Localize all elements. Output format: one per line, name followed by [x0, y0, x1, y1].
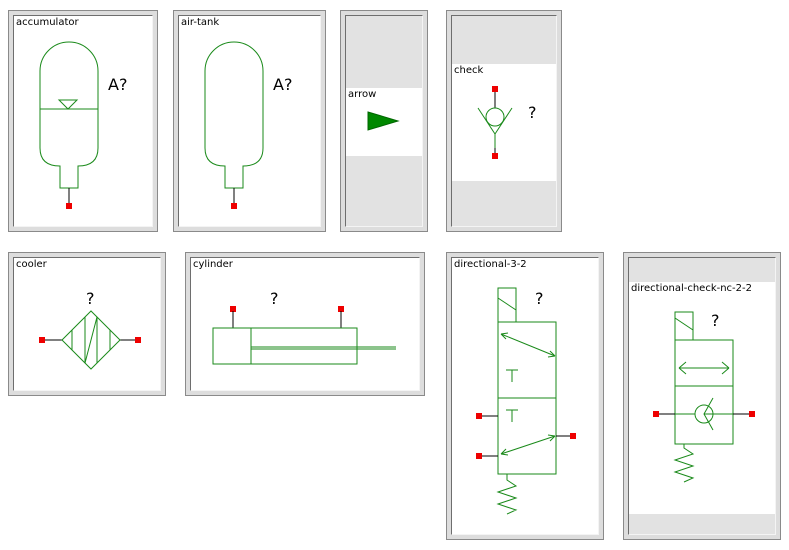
directional-3-2-symbol: ? — [476, 287, 576, 515]
canvas-accumulator: accumulator A? — [14, 16, 152, 226]
port-directional-3-2-left-top[interactable] — [476, 413, 482, 419]
label-arrow: arrow — [348, 89, 377, 100]
tile-air-tank[interactable]: air-tank A? — [173, 10, 326, 232]
tile-directional-check-nc-2-2-well: directional-check-nc-2-2 — [628, 257, 776, 535]
tile-check-well: check ? — [451, 15, 557, 227]
canvas-check: check ? — [452, 64, 556, 181]
arrow-triangle — [367, 111, 400, 131]
tile-cooler[interactable]: cooler ? — [8, 252, 166, 396]
label-directional-3-2: directional-3-2 — [454, 259, 527, 270]
label-directional-check-nc-2-2: directional-check-nc-2-2 — [631, 283, 753, 294]
tile-accumulator[interactable]: accumulator A? — [8, 10, 158, 232]
designator-directional-check-nc-2-2: ? — [711, 311, 720, 330]
tile-arrow[interactable]: arrow — [340, 10, 428, 232]
designator-air-tank: A? — [273, 75, 292, 94]
designator-cooler: ? — [86, 289, 95, 308]
cooler-symbol: ? — [39, 289, 141, 370]
canvas-directional-3-2: directional-3-2 — [452, 258, 598, 534]
tile-directional-3-2[interactable]: directional-3-2 — [446, 252, 604, 540]
label-check: check — [454, 65, 484, 76]
label-cooler: cooler — [16, 259, 47, 270]
tile-cylinder-well: cylinder ? — [190, 257, 420, 391]
port-directional-3-2-right[interactable] — [570, 433, 576, 439]
port-check-top[interactable] — [492, 86, 498, 92]
port-cooler-right[interactable] — [135, 337, 141, 343]
directional-check-nc-2-2-symbol: ? — [653, 311, 755, 483]
canvas-arrow: arrow — [346, 88, 422, 156]
canvas-cylinder: cylinder ? — [191, 258, 419, 390]
tile-directional-check-nc-2-2[interactable]: directional-check-nc-2-2 — [623, 252, 781, 540]
tile-check[interactable]: check ? — [446, 10, 562, 232]
label-accumulator: accumulator — [16, 17, 79, 28]
port-check-bottom[interactable] — [492, 153, 498, 159]
canvas-air-tank: air-tank A? — [179, 16, 320, 226]
arrow-symbol — [367, 111, 400, 131]
tile-cylinder[interactable]: cylinder ? — [185, 252, 425, 396]
canvas-cooler: cooler ? — [14, 258, 160, 390]
port-cylinder-right[interactable] — [338, 306, 344, 312]
port-directional-check-left[interactable] — [653, 411, 659, 417]
port-cooler-left[interactable] — [39, 337, 45, 343]
tile-accumulator-well: accumulator A? — [13, 15, 153, 227]
tile-cooler-well: cooler ? — [13, 257, 161, 391]
label-air-tank: air-tank — [181, 17, 220, 28]
canvas-directional-check-nc-2-2: directional-check-nc-2-2 — [629, 282, 775, 514]
port-air-tank-bottom[interactable] — [231, 203, 237, 209]
port-directional-3-2-left-bottom[interactable] — [476, 453, 482, 459]
cylinder-symbol: ? — [212, 289, 396, 365]
port-directional-check-right[interactable] — [749, 411, 755, 417]
tile-arrow-well: arrow — [345, 15, 423, 227]
air-tank-symbol: A? — [204, 41, 292, 209]
tile-air-tank-well: air-tank A? — [178, 15, 321, 227]
label-cylinder: cylinder — [193, 259, 233, 270]
port-accumulator-bottom[interactable] — [66, 203, 72, 209]
tile-directional-3-2-well: directional-3-2 — [451, 257, 599, 535]
check-valve-symbol: ? — [477, 86, 537, 159]
accumulator-symbol: A? — [39, 41, 127, 209]
designator-accumulator: A? — [108, 75, 127, 94]
designator-cylinder: ? — [270, 289, 279, 308]
designator-check: ? — [528, 103, 537, 122]
designator-directional-3-2: ? — [535, 289, 544, 308]
port-cylinder-left[interactable] — [230, 306, 236, 312]
